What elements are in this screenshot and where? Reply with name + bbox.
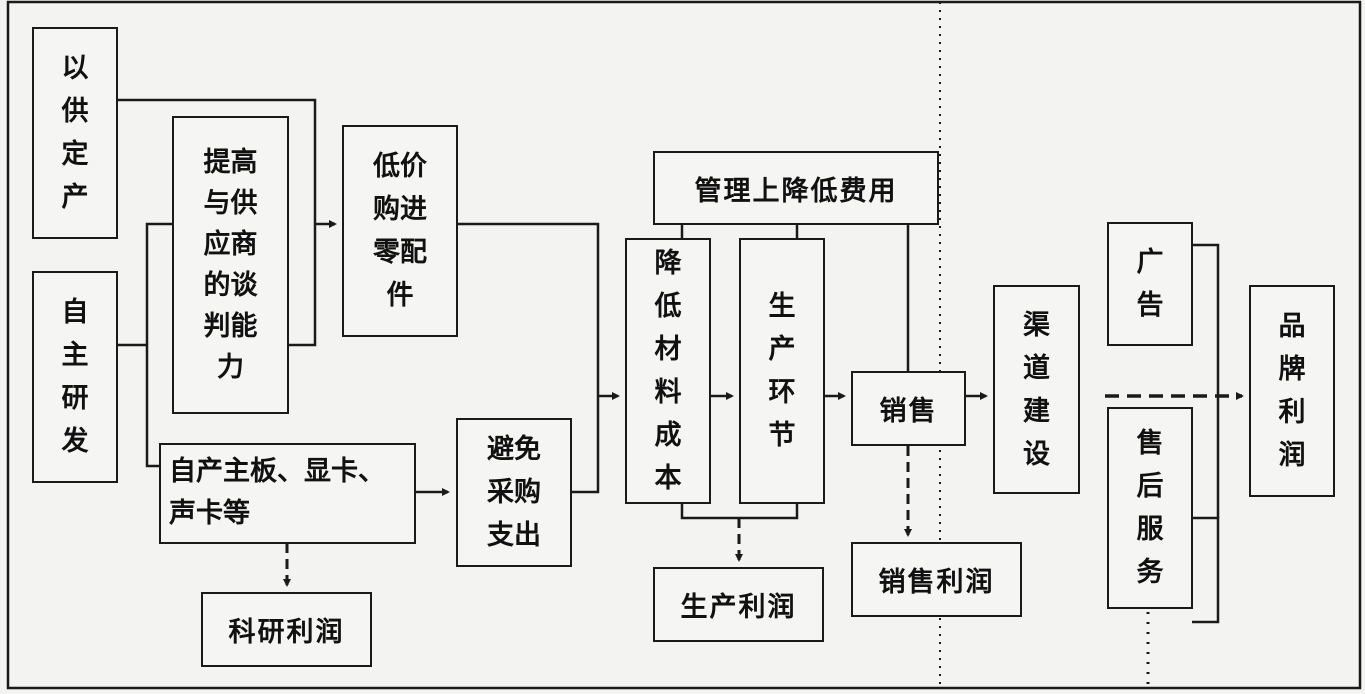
node-sales-profit: 销售利润 [851,542,1022,617]
node-advertising: 广 告 [1107,222,1193,346]
node-label: 售 后 服 务 [1136,428,1164,588]
node-rd-profit: 科研利润 [201,592,372,667]
node-label: 销售利润 [878,567,995,598]
node-label: 广 告 [1136,247,1164,321]
node-label: 以 供 定 产 [61,53,89,213]
node-reduce-material: 降 低 材 料 成 本 [625,238,711,504]
connector-parts-to-material [458,222,600,396]
node-label: 销售 [879,396,938,427]
node-brand-profit: 品 牌 利 润 [1249,285,1335,497]
node-sales: 销售 [851,371,966,446]
node-supply-based-production: 以 供 定 产 [32,27,118,239]
node-self-made-boards: 自产主板、显卡、 声卡等 [159,443,416,544]
node-avoid-purchase: 避免 采购 支出 [456,418,572,567]
connector-service-to-brand [1192,516,1220,624]
node-label: 避免 采购 支出 [487,434,541,551]
node-channel: 渠 道 建 设 [993,285,1080,494]
connector-negotiation-to-parts [288,224,317,347]
node-label: 自 主 研 发 [61,297,89,457]
node-label: 科研利润 [228,617,345,648]
node-label: 管理上降低费用 [694,175,898,207]
node-independent-rd: 自 主 研 发 [32,271,118,483]
node-label: 渠 道 建 设 [1023,309,1050,470]
outer-frame [6,0,1362,690]
node-production: 生 产 环 节 [739,238,825,504]
node-label: 降 低 材 料 成 本 [654,248,682,494]
node-label: 低价 购进 零配 件 [373,151,427,311]
node-after-sales: 售 后 服 务 [1107,407,1193,609]
node-label: 自产主板、显卡、 声卡等 [169,456,385,529]
node-label: 品 牌 利 润 [1278,311,1306,471]
node-label: 生 产 环 节 [768,291,796,451]
connector-ad-to-brand [1192,243,1220,396]
node-low-price-parts: 低价 购进 零配 件 [342,125,458,337]
connector-production-merge [680,503,799,520]
node-management-cost: 管理上降低费用 [653,151,939,225]
node-label: 提高 与供 应商 的谈 判能 力 [203,147,258,383]
node-label: 生产利润 [680,592,797,623]
node-production-profit: 生产利润 [653,567,824,642]
node-negotiation: 提高 与供 应商 的谈 判能 力 [172,116,289,414]
connector-avoid-to-material [571,396,600,494]
connector-rd-split [145,222,172,468]
connector-supply-to-parts [117,98,317,224]
